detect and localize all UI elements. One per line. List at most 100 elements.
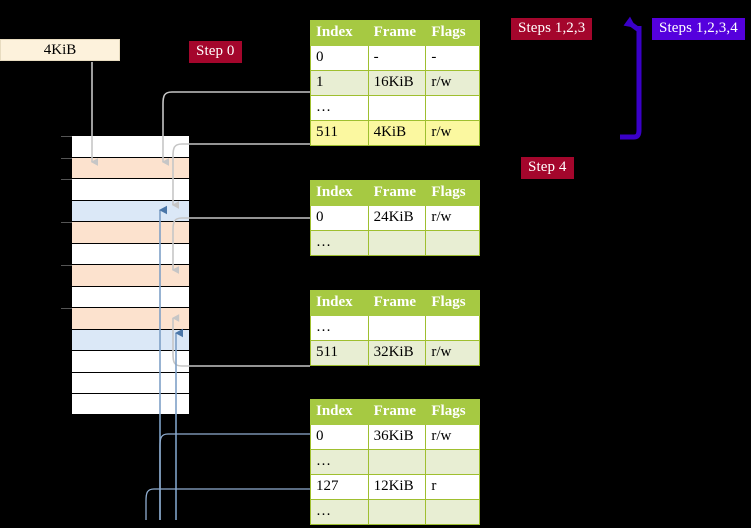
column-header-frame: Frame (367, 180, 427, 206)
badge-label: Steps 1,2,3 (518, 20, 586, 36)
cell-frame: 4KiB (367, 120, 427, 146)
badge-label: Steps 1,2,3,4 (659, 20, 738, 36)
size-label-text: 4KiB (43, 42, 77, 58)
column-header-flags: Flags (425, 180, 480, 206)
column-header-flags: Flags (425, 290, 480, 316)
table-row[interactable]: … (310, 95, 480, 121)
table-row[interactable]: … (310, 449, 480, 475)
cell-flags: r/w (425, 340, 480, 366)
column-header-index: Index (310, 20, 369, 46)
size-label-4kib: 4KiB (0, 39, 120, 61)
memory-frame-3 (71, 199, 190, 222)
badge-step-4: Step 4 (521, 157, 574, 179)
cell-index: … (310, 95, 369, 121)
memory-frame-11 (71, 371, 190, 394)
cell-flags (425, 499, 480, 525)
connector-table3-row0-to-memory (159, 433, 310, 520)
cell-index: 511 (310, 340, 369, 366)
badge-label: Step 4 (528, 159, 567, 175)
memory-tick-4 (61, 222, 72, 224)
cell-index: 1 (310, 70, 369, 96)
memory-tick-0 (61, 136, 72, 137)
connector-table1-row0-to-memory (171, 217, 310, 274)
cell-flags (425, 230, 480, 256)
memory-frame-8 (61, 307, 190, 329)
column-header-index: Index (310, 290, 369, 316)
cell-frame (367, 449, 427, 475)
cell-index: … (310, 499, 369, 525)
cell-frame (367, 95, 427, 121)
column-header-frame: Frame (367, 20, 427, 46)
column-header-flags: Flags (425, 20, 480, 46)
cell-frame: 16KiB (367, 70, 427, 96)
badge-label: Step 0 (196, 43, 235, 59)
memory-tick-2 (61, 179, 72, 181)
column-header-frame: Frame (367, 290, 427, 316)
cell-flags: r (425, 474, 480, 500)
arrow-steps-1234-bracket (620, 26, 642, 140)
cell-frame: 36KiB (367, 424, 427, 450)
cell-frame: 12KiB (367, 474, 427, 500)
connector-table0-row511-to-memory (171, 143, 310, 209)
memory-frame-9 (71, 328, 190, 351)
cell-index: 0 (310, 424, 369, 450)
cell-flags: r/w (425, 424, 480, 450)
cell-frame (367, 315, 427, 341)
memory-frame-5 (71, 242, 190, 265)
memory-tick-8 (61, 308, 72, 310)
cell-index: 511 (310, 120, 369, 146)
cell-frame (367, 499, 427, 525)
arrow-steps-1234-head (623, 16, 641, 33)
memory-frame-10 (71, 350, 190, 372)
cell-index: … (310, 449, 369, 475)
cell-flags: r/w (425, 120, 480, 146)
memory-tick-1 (61, 157, 72, 159)
connector-table3-row127-to-memory (145, 488, 310, 520)
memory-frame-7 (71, 285, 190, 308)
table-row[interactable]: … (310, 499, 480, 525)
table-row[interactable]: 0-- (310, 45, 480, 71)
physical-memory-column (61, 135, 190, 415)
memory-frame-12 (71, 393, 190, 415)
cell-frame: - (367, 45, 427, 71)
column-header-index: Index (310, 399, 369, 425)
cell-frame: 24KiB (367, 205, 427, 231)
cell-flags: - (425, 45, 480, 71)
table-row[interactable]: … (310, 230, 480, 256)
cell-flags (425, 449, 480, 475)
memory-tick-6 (61, 265, 72, 267)
cell-flags: r/w (425, 205, 480, 231)
column-header-frame: Frame (367, 399, 427, 425)
column-header-flags: Flags (425, 399, 480, 425)
memory-frame-2 (61, 178, 190, 200)
memory-frame-0 (61, 135, 190, 157)
cell-index: … (310, 230, 369, 256)
cell-flags (425, 315, 480, 341)
cell-frame (367, 230, 427, 256)
cell-index: 127 (310, 474, 369, 500)
cell-frame: 32KiB (367, 340, 427, 366)
badge-steps-123: Steps 1,2,3 (511, 18, 593, 40)
column-header-index: Index (310, 180, 369, 206)
badge-step-0: Step 0 (189, 41, 242, 63)
table-row[interactable]: … (310, 315, 480, 341)
memory-frame-4 (61, 221, 190, 243)
cell-index: … (310, 315, 369, 341)
memory-frame-1 (61, 156, 190, 179)
connector-table2-row511-to-memory (172, 314, 310, 367)
memory-frame-6 (61, 264, 190, 286)
badge-steps-1234: Steps 1,2,3,4 (652, 18, 745, 40)
